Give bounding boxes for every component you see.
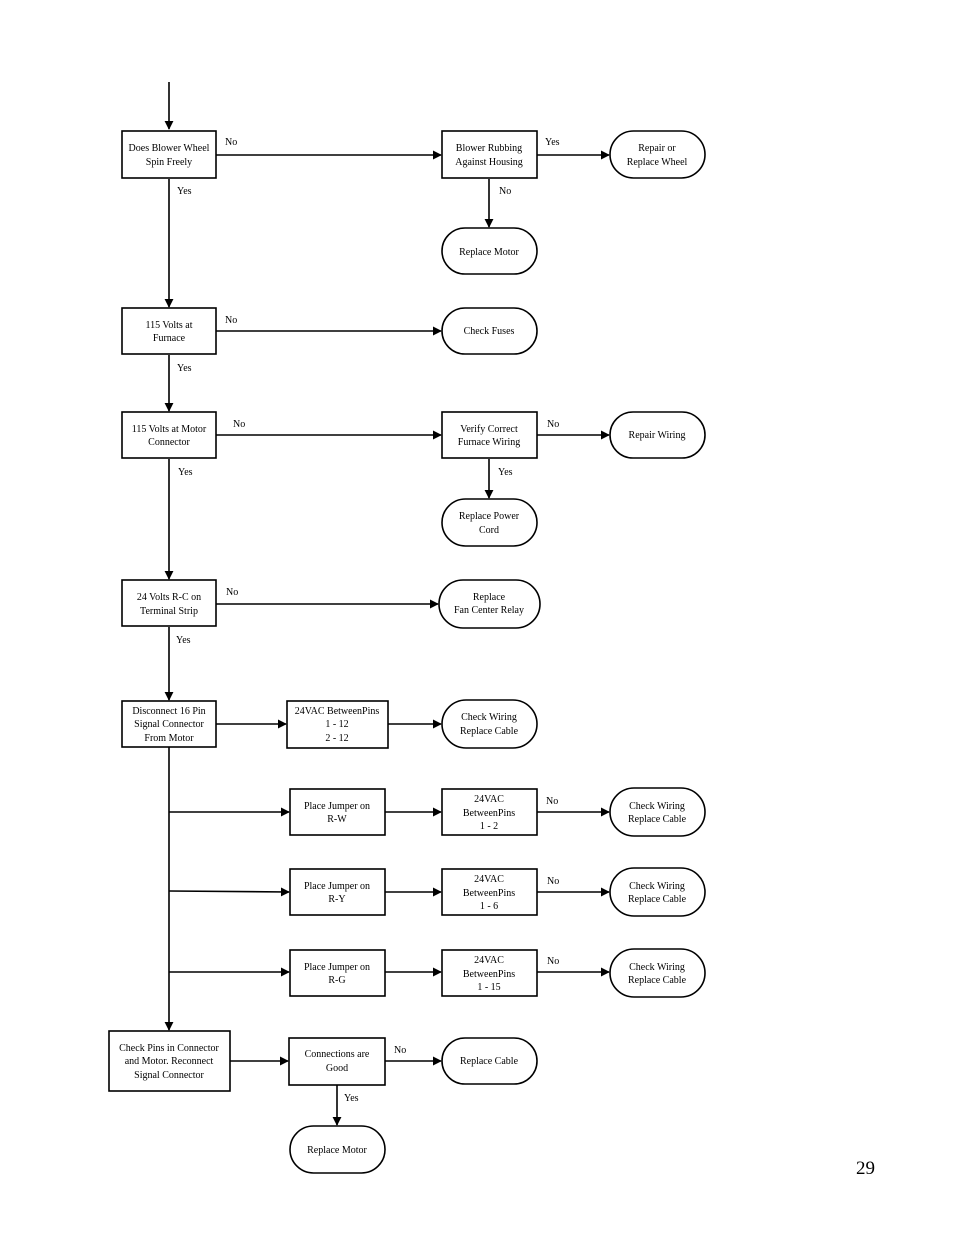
edge-label-n11-yes: Yes [176,635,191,646]
connectors [164,82,610,1126]
svg-text:Place Jumper onR-G: Place Jumper onR-G [304,962,370,986]
svg-text:Place Jumper onR-W: Place Jumper onR-W [304,801,370,825]
edge-label-n5-no: No [225,315,237,326]
edge-label-n5-yes: Yes [177,363,192,374]
svg-text:Replace Cable: Replace Cable [460,1056,519,1067]
edge-label-n20-no: No [547,876,559,887]
svg-text:Replace Motor: Replace Motor [307,1145,367,1156]
edge-label-n2-yes: Yes [545,137,560,148]
edge-labels: No Yes Yes No No Yes No No Yes Yes No Ye… [176,137,560,1104]
svg-text:Check Fuses: Check Fuses [464,326,515,337]
edge-label-n26-no: No [394,1045,406,1056]
edge-label-n8-yes: Yes [498,467,513,478]
edge-label-n11-no: No [226,587,238,598]
edge-label-n26-yes: Yes [344,1093,359,1104]
svg-text:Repair Wiring: Repair Wiring [629,430,686,441]
node-replace-cable: Replace Cable [441,1037,538,1085]
edge-label-n2-no: No [499,186,511,197]
node-check-fuses: Check Fuses [441,307,538,355]
edge-label-n1-yes: Yes [177,186,192,197]
node-repair-wiring: Repair Wiring [609,411,706,459]
edge-trunk-n19 [168,887,290,897]
svg-text:Place Jumper onR-Y: Place Jumper onR-Y [304,881,370,905]
edge-label-n23-no: No [547,956,559,967]
edge-label-n8-no: No [547,419,559,430]
page-number: 29 [856,1158,875,1179]
node-replace-motor-1: Replace Motor [441,227,538,275]
edge-label-n1-no: No [225,137,237,148]
edge-label-n17-no: No [546,796,558,807]
svg-text:Replace Motor: Replace Motor [459,247,519,258]
edge-label-n7-no: No [233,419,245,430]
node-replace-motor-2: Replace Motor [289,1125,386,1174]
edge-label-n7-yes: Yes [178,467,193,478]
